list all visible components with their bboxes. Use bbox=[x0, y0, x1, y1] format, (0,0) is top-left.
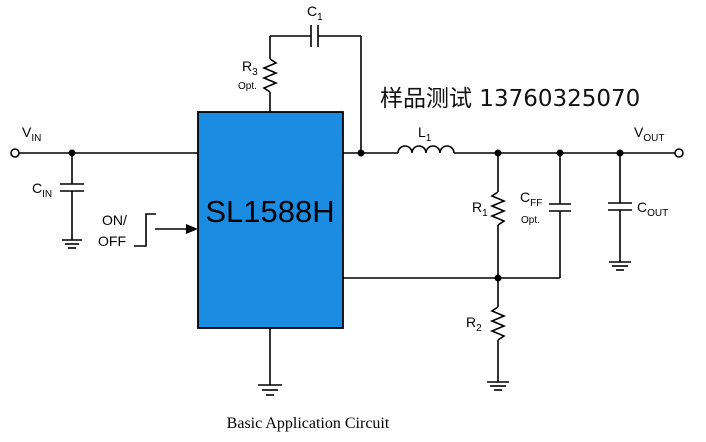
svg-text:VIN: VIN bbox=[22, 124, 41, 144]
vin-input: VIN bbox=[10, 124, 198, 158]
chip-label: SL1588H bbox=[205, 194, 334, 229]
r1-label: R bbox=[472, 199, 482, 215]
vout-label-sub: OUT bbox=[643, 133, 664, 144]
svg-text:C1: C1 bbox=[307, 3, 323, 23]
l1-label-sub: 1 bbox=[426, 133, 432, 144]
r1-label-sub: 1 bbox=[482, 208, 488, 219]
r2-resistor: R2 bbox=[466, 306, 509, 391]
cout-label: C bbox=[637, 199, 647, 215]
vout-output: VOUT bbox=[634, 124, 684, 158]
vout-terminal bbox=[674, 148, 684, 158]
l1-label: L bbox=[418, 124, 426, 140]
vin-terminal bbox=[10, 148, 20, 158]
r3-opt-label: Opt. bbox=[238, 81, 257, 92]
svg-text:R1: R1 bbox=[472, 199, 488, 219]
l1-inductor: L1 bbox=[343, 124, 675, 157]
cout-capacitor: COUT bbox=[608, 153, 668, 271]
on-off-input: ON/ OFF bbox=[98, 212, 198, 249]
cff-opt-label: Opt. bbox=[521, 215, 540, 226]
svg-text:R3: R3 bbox=[242, 58, 258, 78]
svg-text:VOUT: VOUT bbox=[634, 124, 664, 144]
cin-label: C bbox=[32, 180, 42, 196]
r3-label: R bbox=[242, 58, 252, 74]
cin-label-sub: IN bbox=[42, 189, 52, 200]
sl1588h-chip bbox=[197, 111, 344, 329]
c1-label-sub: 1 bbox=[317, 12, 323, 23]
r1-resistor: R1 bbox=[472, 153, 507, 307]
cff-label-sub: FF bbox=[530, 198, 542, 209]
c1-label: C bbox=[307, 3, 317, 19]
diagram-caption: Basic Application Circuit bbox=[227, 415, 390, 432]
cout-label-sub: OUT bbox=[647, 208, 668, 219]
cff-label: C bbox=[520, 189, 530, 205]
r2-label-sub: 2 bbox=[476, 323, 482, 334]
r3-resistor: R3 Opt. bbox=[238, 36, 279, 112]
fb-node bbox=[494, 274, 502, 282]
cin-capacitor: CIN bbox=[32, 153, 84, 249]
on-off-arrow bbox=[186, 224, 198, 234]
svg-text:CFF: CFF bbox=[520, 189, 542, 209]
on-off-label-line2: OFF bbox=[98, 233, 126, 249]
vin-label: V bbox=[22, 124, 32, 140]
vout-label: V bbox=[634, 124, 644, 140]
svg-text:R2: R2 bbox=[466, 314, 482, 334]
r2-label: R bbox=[466, 314, 476, 330]
svg-text:L1: L1 bbox=[418, 124, 432, 144]
svg-text:COUT: COUT bbox=[637, 199, 668, 219]
chip-ground bbox=[258, 328, 282, 396]
on-off-label-line1: ON/ bbox=[102, 212, 127, 228]
vin-label-sub: IN bbox=[31, 133, 41, 144]
sample-test-note: 样品测试 13760325070 bbox=[380, 86, 640, 112]
c1-capacitor: C1 bbox=[270, 3, 362, 153]
r3-label-sub: 3 bbox=[252, 67, 258, 78]
svg-text:CIN: CIN bbox=[32, 180, 52, 200]
sw-node bbox=[357, 149, 365, 157]
cff-capacitor: CFF Opt. bbox=[520, 153, 571, 278]
